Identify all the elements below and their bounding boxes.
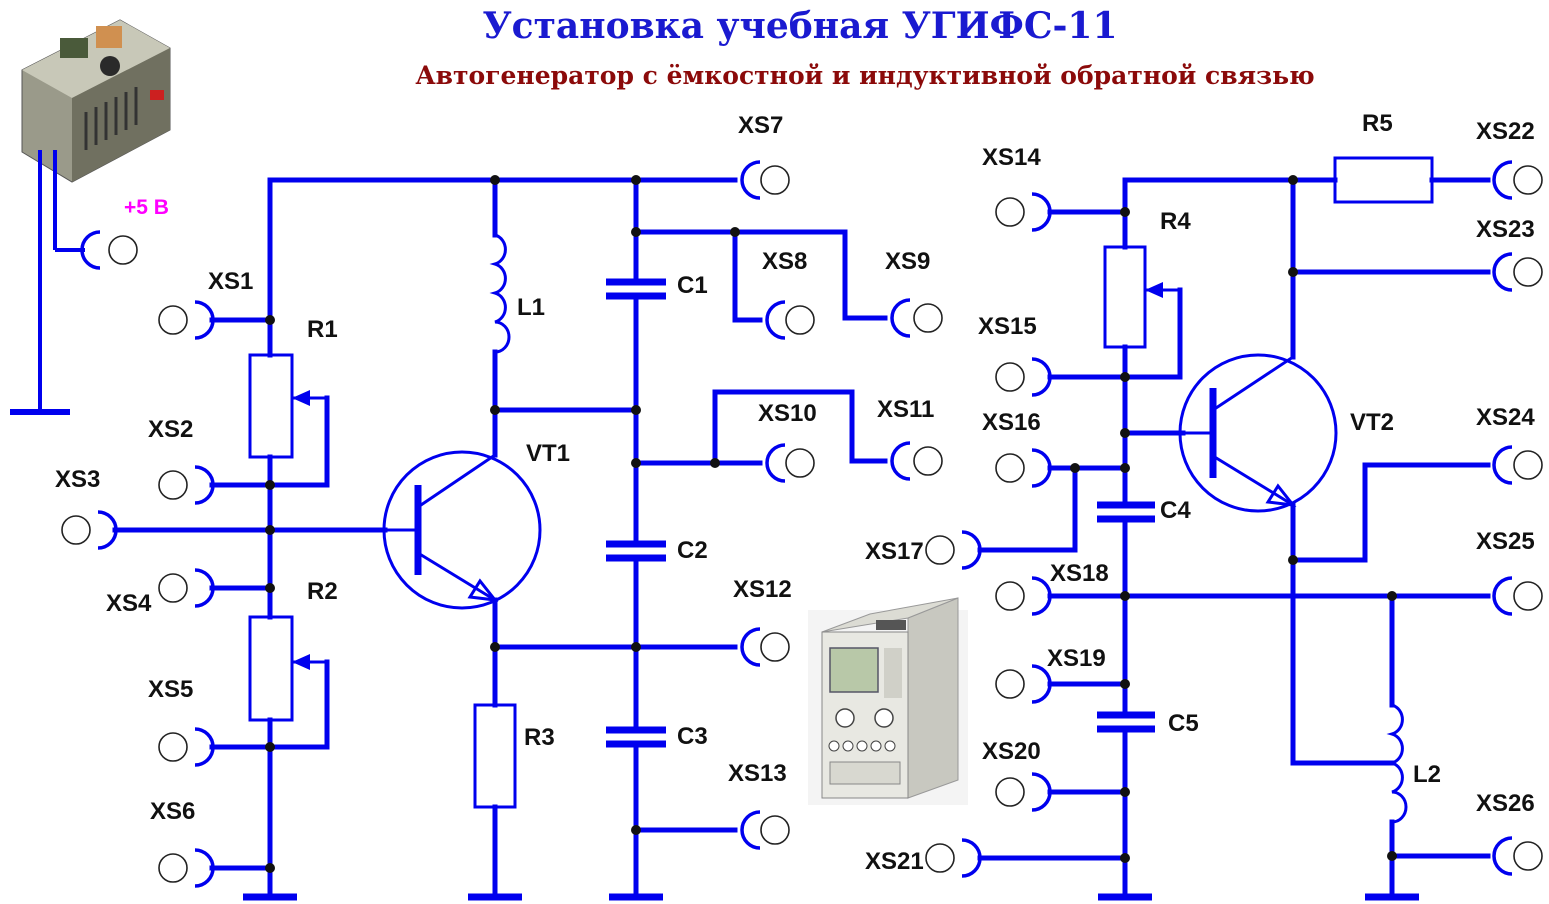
capacitor-c4 xyxy=(1097,501,1155,523)
label-xs22: XS22 xyxy=(1476,118,1535,145)
label-xs15: XS15 xyxy=(978,313,1037,340)
capacitor-c5 xyxy=(1097,711,1155,733)
label-xs19: XS19 xyxy=(1047,645,1106,672)
jack-power[interactable] xyxy=(80,230,138,270)
jack-xs15[interactable] xyxy=(995,357,1052,397)
label-xs2: XS2 xyxy=(148,416,193,443)
jack-xs23[interactable] xyxy=(1492,252,1543,292)
power-supply-image xyxy=(21,19,171,183)
label-r1: R1 xyxy=(307,316,338,343)
label-xs6: XS6 xyxy=(150,798,195,825)
resistor-r5 xyxy=(1333,156,1434,204)
jack-xs13[interactable] xyxy=(740,810,790,850)
jack-xs17[interactable] xyxy=(925,530,982,570)
power-label: +5 В xyxy=(124,196,169,219)
label-xs8: XS8 xyxy=(762,248,807,275)
label-xs4: XS4 xyxy=(106,590,152,617)
label-r5: R5 xyxy=(1362,110,1393,137)
junctions-left xyxy=(265,175,740,873)
label-xs5: XS5 xyxy=(148,676,193,703)
label-xs7: XS7 xyxy=(738,112,783,139)
jack-xs7[interactable] xyxy=(740,160,790,200)
label-xs26: XS26 xyxy=(1476,790,1535,817)
resistor-r4 xyxy=(1103,245,1180,349)
transistor-vt2 xyxy=(1178,353,1338,513)
jack-xs3[interactable] xyxy=(61,510,118,550)
jack-xs24[interactable] xyxy=(1492,445,1543,485)
jack-xs1[interactable] xyxy=(158,300,215,340)
label-xs25: XS25 xyxy=(1476,528,1535,555)
resistor-r2 xyxy=(248,615,327,722)
label-vt1: VT1 xyxy=(526,440,570,467)
jack-xs20[interactable] xyxy=(995,772,1052,812)
subtitle: Автогенератор с ёмкостной и индуктивной … xyxy=(415,61,1314,90)
jack-xs9[interactable] xyxy=(890,298,943,338)
inductor-l1 xyxy=(489,233,511,354)
label-xs3: XS3 xyxy=(55,466,100,493)
label-xs18: XS18 xyxy=(1050,560,1109,587)
label-xs11: XS11 xyxy=(877,396,934,423)
label-c3: C3 xyxy=(677,723,708,750)
jack-labels: XS1 XS2 XS3 XS4 XS5 XS6 XS7 XS8 XS9 XS10… xyxy=(55,112,1535,875)
jack-xs10[interactable] xyxy=(765,443,815,483)
jack-xs21[interactable] xyxy=(925,838,982,878)
label-c2: C2 xyxy=(677,537,708,564)
label-l2: L2 xyxy=(1413,761,1441,788)
label-xs23: XS23 xyxy=(1476,216,1535,243)
wires-right xyxy=(977,177,1491,896)
inductor-l2 xyxy=(1386,703,1408,824)
resistor-r1 xyxy=(248,353,327,459)
oscilloscope-image xyxy=(808,597,968,805)
jack-xs22[interactable] xyxy=(1492,160,1543,200)
label-r4: R4 xyxy=(1160,208,1191,235)
jack-xs11[interactable] xyxy=(890,441,943,481)
label-xs16: XS16 xyxy=(982,409,1041,436)
jack-xs18[interactable] xyxy=(995,576,1052,616)
label-xs17: XS17 xyxy=(865,538,924,565)
jack-xs19[interactable] xyxy=(995,664,1052,704)
jack-xs14[interactable] xyxy=(995,192,1052,232)
jack-xs25[interactable] xyxy=(1492,576,1543,616)
label-c4: C4 xyxy=(1160,497,1191,524)
jack-xs4[interactable] xyxy=(158,568,215,608)
transistor-vt1 xyxy=(382,450,542,610)
resistor-r3 xyxy=(473,703,517,809)
label-xs24: XS24 xyxy=(1476,404,1535,431)
component-labels: R1 R2 R3 R4 R5 C1 C2 C3 C4 C5 L1 L2 VT1 … xyxy=(307,110,1441,788)
label-xs20: XS20 xyxy=(982,738,1041,765)
capacitor-c1 xyxy=(606,278,666,300)
label-xs9: XS9 xyxy=(885,248,930,275)
jack-xs16[interactable] xyxy=(995,448,1052,488)
title: Установка учебная УГИФС-11 xyxy=(482,5,1117,47)
jack-xs12[interactable] xyxy=(740,627,790,667)
label-l1: L1 xyxy=(517,294,545,321)
label-xs21: XS21 xyxy=(865,848,924,875)
jack-xs6[interactable] xyxy=(158,848,215,888)
label-r2: R2 xyxy=(307,578,338,605)
label-xs12: XS12 xyxy=(733,576,792,603)
jack-xs5[interactable] xyxy=(158,727,215,767)
power-supply-wiring xyxy=(10,150,85,415)
junctions-right xyxy=(1070,175,1397,863)
capacitor-c3 xyxy=(606,726,666,748)
label-xs13: XS13 xyxy=(728,760,787,787)
label-xs1: XS1 xyxy=(208,268,253,295)
label-xs10: XS10 xyxy=(758,400,817,427)
label-c1: C1 xyxy=(677,272,708,299)
jack-xs26[interactable] xyxy=(1492,836,1543,876)
label-c5: C5 xyxy=(1168,710,1199,737)
capacitor-c2 xyxy=(606,540,666,562)
jack-xs2[interactable] xyxy=(158,465,215,505)
jack-xs8[interactable] xyxy=(765,300,815,340)
label-r3: R3 xyxy=(524,724,555,751)
label-vt2: VT2 xyxy=(1350,409,1394,436)
label-xs14: XS14 xyxy=(982,144,1041,171)
